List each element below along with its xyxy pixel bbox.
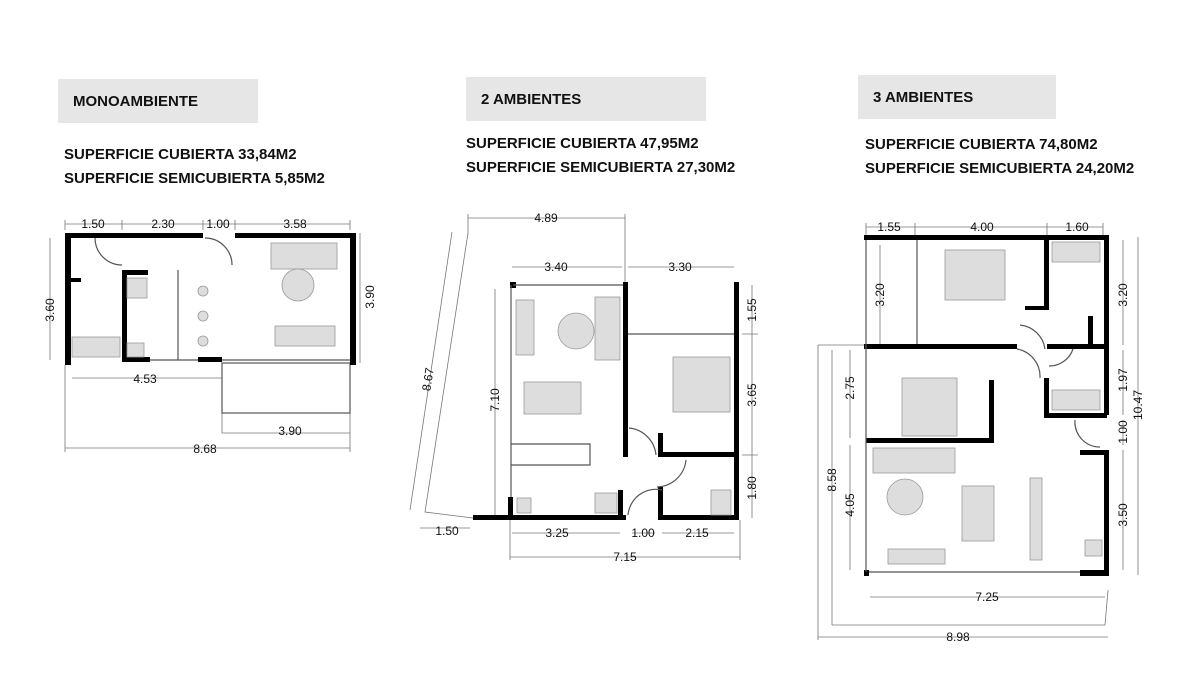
bathtub: [71, 336, 121, 358]
dimension-label: 3.20: [1116, 283, 1130, 307]
unit-title-monoambiente: MONOAMBIENTE: [58, 79, 258, 123]
dimension-label: 3.25: [545, 526, 569, 540]
unit-title-text: 3 AMBIENTES: [873, 88, 974, 106]
dimension-label: 3.30: [668, 260, 692, 274]
unit-title-3-ambientes: 3 AMBIENTES: [858, 75, 1056, 119]
dimension-label: 8.58: [825, 468, 839, 492]
dimension-label: 1.50: [81, 217, 105, 231]
dimension-label: 3.60: [43, 298, 57, 322]
dimension-label: 3.40: [544, 260, 568, 274]
rug: [557, 312, 595, 350]
area-info-monoambiente: SUPERFICIE CUBIERTA 33,84M2 SUPERFICIE S…: [64, 143, 325, 191]
dining-table: [961, 485, 995, 542]
stove: [1084, 539, 1103, 557]
semi-covered-area: SUPERFICIE SEMICUBIERTA 27,30M2: [466, 159, 736, 176]
dimension-label: 2.75: [843, 376, 857, 400]
dimension-label: 1.60: [1065, 220, 1089, 234]
dimension-label: 7.25: [975, 590, 999, 604]
area-info-3-ambientes: SUPERFICIE CUBIERTA 74,80M2 SUPERFICIE S…: [865, 133, 1134, 181]
dimension-label: 4.00: [970, 220, 994, 234]
dimension-label: 2.30: [151, 217, 175, 231]
floor-plan-monoambiente: 1.50 2.30 1.00 3.58 3.60 3.90 4.53 3.90 …: [43, 217, 377, 456]
unit-title-2-ambientes: 2 AMBIENTES: [466, 77, 706, 121]
tv-unit: [887, 548, 946, 565]
tv-unit: [274, 325, 336, 347]
fridge: [594, 492, 618, 514]
semi-covered-area: SUPERFICIE SEMICUBIERTA 24,20M2: [865, 160, 1135, 177]
bathtub: [710, 489, 732, 516]
dimension-label: 1.00: [1116, 420, 1130, 444]
dimension-label: 3.20: [873, 283, 887, 307]
dimension-label: 1.97: [1116, 368, 1130, 392]
unit-title-text: 2 AMBIENTES: [481, 90, 582, 108]
area-info-2-ambientes: SUPERFICIE CUBIERTA 47,95M2 SUPERFICIE S…: [466, 132, 735, 180]
dimension-label: 1.55: [877, 220, 901, 234]
dimension-label: 4.53: [133, 372, 157, 386]
dimension-label: 1.00: [631, 526, 655, 540]
dimension-label: 1.55: [745, 298, 759, 322]
bathtub: [1051, 389, 1101, 411]
stove: [126, 342, 145, 358]
dimension-label: 3.90: [278, 424, 302, 438]
dimension-label: 4.05: [843, 493, 857, 517]
dimension-label: 2.15: [685, 526, 709, 540]
dining-table: [523, 381, 582, 415]
dimension-label: 7.10: [488, 388, 502, 412]
stove: [516, 497, 532, 514]
bed: [672, 356, 731, 413]
dimension-label: 7.15: [613, 550, 637, 564]
dimension-label: 8.98: [946, 630, 970, 644]
bed: [944, 249, 1006, 301]
semi-covered-area: SUPERFICIE SEMICUBIERTA 5,85M2: [64, 170, 325, 187]
covered-area: SUPERFICIE CUBIERTA 33,84M2: [64, 146, 297, 163]
bathtub: [1051, 241, 1101, 263]
dimension-label: 8.68: [193, 442, 217, 456]
sofa: [270, 242, 338, 270]
kitchen-island: [1029, 477, 1043, 561]
unit-title-text: MONOAMBIENTE: [73, 92, 198, 110]
rug: [886, 478, 924, 516]
sofa: [594, 296, 621, 361]
dimension-label: 10.47: [1131, 390, 1145, 420]
dimension-label: 4.89: [534, 211, 558, 225]
covered-area: SUPERFICIE CUBIERTA 74,80M2: [865, 136, 1098, 153]
dimension-label: 3.65: [745, 383, 759, 407]
sofa: [872, 447, 956, 474]
floor-plan-2-ambientes: 4.89 8.67 3.40 3.30 1.55 3.65 1.80 7.10 …: [409, 211, 759, 564]
dimension-label: 1.00: [206, 217, 230, 231]
dimension-label: 8.67: [419, 366, 437, 392]
dimension-label: 3.90: [363, 285, 377, 309]
dimension-label: 1.50: [435, 524, 459, 538]
floor-plan-3-ambientes: 1.55 4.00 1.60 3.20 3.20 1.97 1.00 3.50 …: [817, 220, 1145, 644]
bed: [901, 377, 958, 437]
covered-area: SUPERFICIE CUBIERTA 47,95M2: [466, 135, 699, 152]
dimension-label: 1.80: [745, 476, 759, 500]
rug: [281, 268, 315, 302]
fridge: [126, 277, 148, 299]
dimension-label: 3.58: [283, 217, 307, 231]
tv-unit: [515, 299, 535, 356]
dimension-label: 3.50: [1116, 503, 1130, 527]
